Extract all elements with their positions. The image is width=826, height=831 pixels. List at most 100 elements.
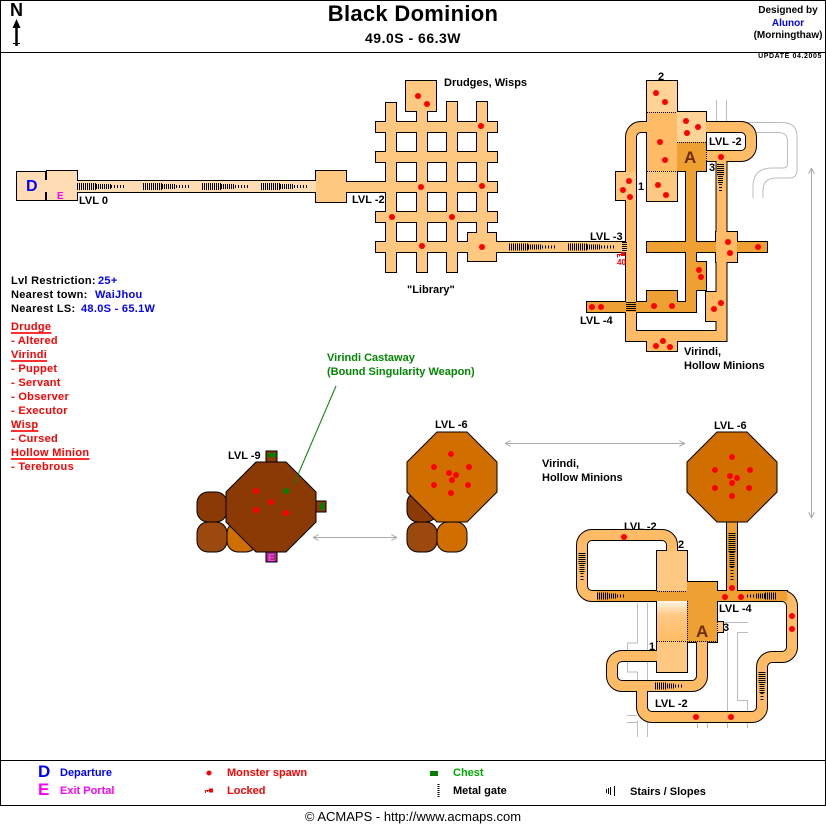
creature-type: - Servant <box>11 377 61 389</box>
monster-spawn-dot <box>728 714 734 720</box>
monster-spawn-dot <box>669 303 675 309</box>
nearest-town: Nearest town: WaiJhou <box>11 288 142 302</box>
library-aisle <box>447 102 457 272</box>
library-hall <box>376 212 497 222</box>
monster-spawn-dot <box>712 467 718 473</box>
level-label: LVL -2 <box>352 194 385 206</box>
side-room <box>677 112 706 142</box>
area-note: Hollow Minions <box>542 472 623 484</box>
level-restriction-value: 25+ <box>98 275 118 287</box>
area-note: Drudges, Wisps <box>444 77 527 89</box>
creature-type: - Altered <box>11 335 58 347</box>
level-label: LVL -4 <box>580 315 613 327</box>
monster-spawn-dot <box>651 303 657 309</box>
monster-spawn-dot <box>653 343 659 349</box>
legend-metal-gate: Metal gate <box>453 785 507 797</box>
legend-exit-portal: Exit Portal <box>60 785 115 797</box>
monster-spawn-dot <box>727 250 733 256</box>
monster-spawn-dot <box>627 194 633 200</box>
creature-category: Wisp <box>11 419 39 431</box>
level-label: LVL -3 <box>590 231 623 243</box>
monster-spawn-dot <box>418 184 424 190</box>
monster-spawns <box>253 90 795 720</box>
monster-spawn-dot <box>663 192 669 198</box>
library-connector <box>345 182 377 192</box>
monster-spawn-dot <box>431 482 437 488</box>
monster-spawn-dot <box>695 124 701 130</box>
library-aisle <box>477 102 487 234</box>
designer-alias: (Morningthaw) <box>753 30 823 41</box>
monster-spawn-dot <box>684 130 690 136</box>
south-tall-room-top <box>657 551 687 591</box>
south-east-room <box>706 292 726 321</box>
south-east-loop-corridor <box>637 591 797 722</box>
monster-spawn-dot <box>415 93 421 99</box>
copyright-footer: © ACMAPS - http://www.acmaps.com <box>304 809 522 824</box>
tall-room-top <box>647 81 677 112</box>
boss-drop: (Bound Singularity Weapon) <box>327 366 475 378</box>
update-date: UPDATE 04.2005 <box>758 53 822 60</box>
north-east-loop-corridor <box>703 122 756 161</box>
monster-spawn-dot <box>589 304 595 310</box>
monster-spawn-dot <box>729 480 735 486</box>
monster-spawn-dot <box>683 118 689 124</box>
monster-spawn-dot <box>448 490 454 496</box>
waypoint-number: 3 <box>709 162 715 174</box>
level-label: LVL -6 <box>714 420 747 432</box>
exit-portal-marker: E <box>268 553 275 564</box>
waypoint-number: 1 <box>638 181 644 193</box>
monster-spawn-dot <box>729 585 735 591</box>
locked-icon <box>205 788 213 793</box>
gates-layer <box>647 112 718 642</box>
creature-category: Hollow Minion <box>11 447 90 459</box>
designer-link[interactable]: Alunor <box>771 18 805 29</box>
monster-spawn-dot <box>727 473 733 479</box>
exit-portal-icon: E <box>38 780 50 799</box>
monster-spawn-dot <box>465 482 471 488</box>
creature-type: - Executor <box>11 405 68 417</box>
monster-spawn-dot <box>698 274 704 280</box>
monster-spawn-dot <box>738 594 744 600</box>
monster-spawn-dot <box>711 306 717 312</box>
monster-spawn-dot <box>729 454 735 460</box>
boss-name: Virindi Castaway <box>327 352 416 364</box>
monster-spawn-dot <box>718 300 724 306</box>
library-hall <box>376 182 497 192</box>
south-anchor-room <box>687 582 717 642</box>
compass-north-label: N <box>10 0 23 20</box>
level-restriction: Lvl Restriction: 25+ <box>11 274 117 288</box>
monster-spawn-dot <box>453 472 459 478</box>
monster-spawn-dot <box>729 493 735 499</box>
level-3-corridor <box>496 242 627 252</box>
chest-icon <box>430 771 438 776</box>
south-upper-loop-corridor <box>577 530 677 601</box>
monster-spawn-dot <box>662 157 668 163</box>
tall-room-bottom <box>647 171 677 201</box>
dungeon-coordinates: 49.0S - 66.3W <box>365 30 461 46</box>
creature-type: - Puppet <box>11 363 58 375</box>
nearest-lifestone-value: 48.0S - 65.1W <box>81 303 156 315</box>
monster-spawn-dot <box>598 304 604 310</box>
monster-spawn-dot <box>424 101 430 107</box>
south-waypoint-3-room <box>717 622 723 632</box>
anchor-room <box>677 142 706 171</box>
level-label: LVL -2 <box>709 136 742 148</box>
level-label: LVL -2 <box>655 698 688 710</box>
library-hall <box>376 152 497 162</box>
boss-chest-icon <box>283 488 289 494</box>
departure-marker: D <box>26 178 38 195</box>
north-arrow-icon <box>12 19 21 46</box>
monster-spawn-dot <box>419 243 425 249</box>
waypoint-number: 2 <box>658 71 664 83</box>
round-chamber <box>196 491 228 523</box>
legend-chest: Chest <box>453 767 484 779</box>
monster-spawn-dot <box>718 154 724 160</box>
monster-spawn-dot <box>478 123 484 129</box>
monster-spawn-dot <box>621 534 627 540</box>
library-hall <box>376 122 497 132</box>
monster-spawn-dot <box>446 470 452 476</box>
monster-spawn-dot <box>655 182 661 188</box>
east-room <box>716 232 737 262</box>
creature-category: Virindi <box>11 349 48 361</box>
